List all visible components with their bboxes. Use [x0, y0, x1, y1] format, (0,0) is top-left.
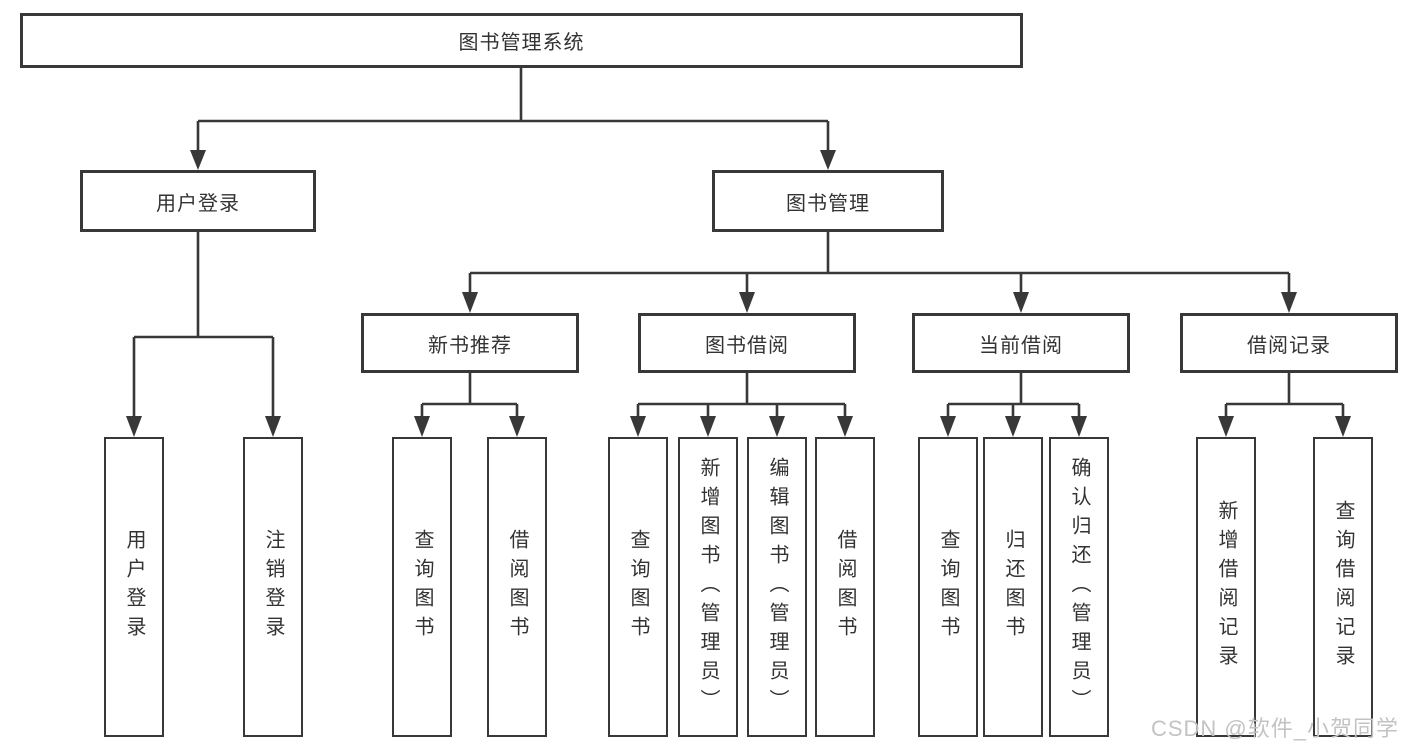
leaf-query-books-borrow: 查询图书: [608, 437, 668, 737]
leaf-query-books-recommend-label: 查询图书: [411, 529, 433, 645]
leaf-add-book-admin: 新增图书（管理员）: [678, 437, 738, 737]
leaf-query-borrow-record-label: 查询借阅记录: [1332, 500, 1354, 674]
node-user-login-label: 用户登录: [156, 192, 240, 215]
leaf-logout-label: 注销登录: [262, 529, 284, 645]
node-new-book-recommend-label: 新书推荐: [428, 334, 512, 357]
leaf-edit-book-admin-label: 编辑图书（管理员）: [766, 456, 788, 718]
leaf-query-books-borrow-label: 查询图书: [627, 529, 649, 645]
node-current-borrow: 当前借阅: [912, 313, 1130, 373]
node-book-management-label: 图书管理: [786, 192, 870, 215]
node-book-borrow-label: 图书借阅: [705, 334, 789, 357]
connector-user-login-to-leaves: [126, 232, 281, 437]
leaf-query-books-recommend: 查询图书: [392, 437, 452, 737]
leaf-confirm-return-admin: 确认归还（管理员）: [1049, 437, 1109, 737]
leaf-return-book: 归还图书: [983, 437, 1043, 737]
node-user-login: 用户登录: [80, 170, 316, 232]
connector-book-borrow-to-leaves: [630, 373, 853, 437]
node-new-book-recommend: 新书推荐: [361, 313, 579, 373]
node-borrow-records-label: 借阅记录: [1247, 334, 1331, 357]
leaf-add-borrow-record-label: 新增借阅记录: [1215, 500, 1237, 674]
leaf-borrow-books-recommend: 借阅图书: [487, 437, 547, 737]
connector-current-borrow-to-leaves: [940, 373, 1087, 437]
node-root-label: 图书管理系统: [458, 32, 585, 54]
node-root: 图书管理系统: [20, 13, 1023, 68]
node-current-borrow-label: 当前借阅: [979, 334, 1063, 357]
leaf-logout: 注销登录: [243, 437, 303, 737]
leaf-query-books-current: 查询图书: [918, 437, 978, 737]
leaf-add-book-admin-label: 新增图书（管理员）: [697, 456, 719, 718]
connector-root-to-level2: [190, 68, 836, 170]
leaf-edit-book-admin: 编辑图书（管理员）: [747, 437, 807, 737]
csdn-watermark: CSDN @软件_小贺同学: [1150, 716, 1399, 741]
connector-new-book-to-leaves: [414, 373, 525, 437]
node-book-borrow: 图书借阅: [638, 313, 856, 373]
leaf-return-book-label: 归还图书: [1002, 529, 1024, 645]
connector-borrow-record-to-leaves: [1218, 373, 1351, 437]
leaf-user-login: 用户登录: [104, 437, 164, 737]
leaf-confirm-return-admin-label: 确认归还（管理员）: [1068, 456, 1090, 718]
leaf-borrow-books: 借阅图书: [815, 437, 875, 737]
leaf-user-login-label: 用户登录: [123, 529, 145, 645]
leaf-query-borrow-record: 查询借阅记录: [1313, 437, 1373, 737]
leaf-add-borrow-record: 新增借阅记录: [1196, 437, 1256, 737]
node-borrow-records: 借阅记录: [1180, 313, 1398, 373]
leaf-query-books-current-label: 查询图书: [937, 529, 959, 645]
connector-book-mgmt-to-level3: [462, 232, 1297, 313]
node-book-management: 图书管理: [712, 170, 944, 232]
leaf-borrow-books-label: 借阅图书: [834, 529, 856, 645]
leaf-borrow-books-recommend-label: 借阅图书: [506, 529, 528, 645]
